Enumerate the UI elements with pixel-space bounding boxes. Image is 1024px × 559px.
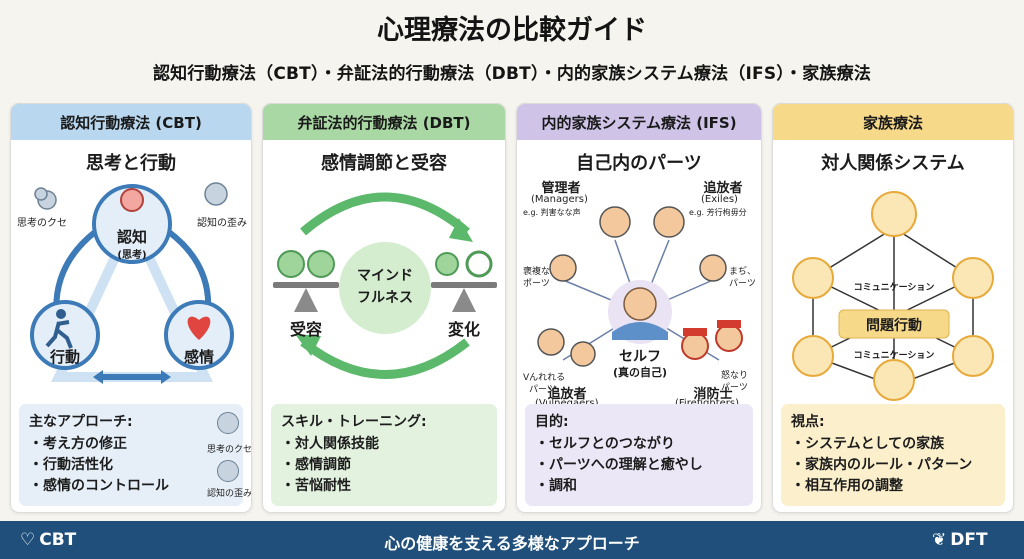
ifs-item-1: ・セルフとのつながり: [535, 436, 675, 452]
cbt-item-2: ・行動活性化: [29, 457, 113, 473]
cbt-panel-tag-habit: 思考のクセ: [207, 445, 252, 455]
dbt-item-2: ・感情調節: [281, 457, 351, 473]
family-heading: 対人関係システム: [821, 153, 965, 174]
brain-icon: [217, 412, 239, 434]
family-comm-bottom: コミュニケーション: [853, 351, 935, 361]
ifs-heading: 自己内のパーツ: [576, 153, 702, 174]
ifs-managers-eg: e.g. 判害なな声: [523, 208, 581, 217]
ifs-panel: 目的: ・セルフとのつながり ・パーツへの理解と癒やし ・調和: [525, 404, 753, 506]
family-diagram: コミュニケーション 問題行動 コミュニケーション: [773, 172, 1013, 402]
footer-text: 心の健康を支える多様なアプローチ: [384, 534, 640, 553]
dbt-panel-title: スキル・トレーニング:: [281, 414, 427, 430]
cbt-panel-tag-distortion: 認知の歪み: [207, 489, 252, 499]
ifs-panel-title: 目的:: [535, 414, 569, 430]
ifs-card: 内的家族システム療法 (IFS) 自己内のパーツ: [516, 103, 762, 513]
ifs-exiles: 追放者: [703, 181, 743, 196]
page-title: 心理療法の比較ガイド: [377, 15, 647, 46]
footer-logo-left: ♡ CBT: [20, 530, 76, 550]
ifs-exiles-eg: e.g. 芳行枸毋分: [689, 208, 747, 217]
page-subtitle: 認知行動療法（CBT）・弁証法的行動療法（DBT）・内的家族システム療法（IFS…: [152, 64, 872, 84]
cbt-panel-title: 主なアプローチ:: [29, 414, 133, 430]
dbt-heading: 感情調節と受容: [321, 153, 447, 174]
ifs-exiles-en: (Exiles): [701, 194, 738, 205]
ifs-self: セルフ: [619, 349, 661, 365]
dbt-item-1: ・対人関係技能: [281, 436, 379, 452]
cbt-node-cognition-sub: (思考): [117, 250, 147, 261]
dbt-left-label: 受容: [289, 320, 322, 339]
ifs-firefighters-en: (Firefighters): [675, 398, 739, 409]
cbt-tag-distortion: 認知の歪み: [197, 218, 247, 229]
dbt-card: 弁証法的行動療法 (DBT) 感情調節と受容 マインド フルネス 受容 変化 ス…: [262, 103, 506, 513]
cbt-heading: 思考と行動: [86, 153, 176, 174]
cbt-item-1: ・考え方の修正: [29, 436, 127, 452]
leaf-icon: ❦: [932, 530, 947, 550]
family-header-label: 家族療法: [862, 113, 923, 132]
family-item-2: ・家族内のルール・パターン: [791, 457, 973, 473]
cbt-triangle-svg: [30, 182, 234, 384]
dbt-center-line2: フルネス: [357, 290, 413, 306]
dbt-header-label: 弁証法的行動療法 (DBT): [297, 113, 471, 132]
ifs-left-small2: ポーツ: [523, 279, 550, 289]
dbt-diagram: マインド フルネス 受容 変化: [263, 172, 505, 402]
ifs-diagram: 管理者 (Managers) e.g. 判害なな声 追放者 (Exiles) e…: [517, 172, 761, 402]
cbt-item-3: ・感情のコントロール: [29, 478, 169, 494]
dbt-right-label: 変化: [447, 320, 480, 339]
family-panel-title: 視点:: [791, 414, 825, 430]
family-panel: 視点: ・システムとしての家族 ・家族内のルール・パターン ・相互作用の調整: [781, 404, 1005, 506]
ifs-item-3: ・調和: [535, 478, 577, 494]
family-item-3: ・相互作用の調整: [791, 478, 903, 494]
ifs-firefighters: 消防士: [693, 387, 733, 402]
ifs-vulnerable: 追放者: [547, 387, 587, 402]
ifs-f-small: 怒なり: [721, 371, 749, 381]
heart-icon: ♡: [20, 530, 36, 550]
ifs-left-small: 褒複な: [523, 267, 551, 277]
footer-bar: ♡ CBT 心の健康を支える多様なアプローチ ❦ DFT: [0, 521, 1024, 559]
cbt-node-cognition: 認知: [116, 228, 147, 246]
ifs-header: 内的家族システム療法 (IFS): [517, 104, 761, 140]
footer-logo-right: ❦ DFT: [932, 530, 988, 550]
ifs-f-small2: パーツ: [721, 383, 748, 393]
cbt-node-emotion: 感情: [183, 348, 214, 366]
family-problem: 問題行動: [866, 318, 922, 334]
dbt-header: 弁証法的行動療法 (DBT): [263, 104, 505, 140]
dbt-panel: スキル・トレーニング: ・対人関係技能 ・感情調節 ・苦悩耐性: [271, 404, 497, 506]
cbt-panel: 主なアプローチ: ・考え方の修正 ・行動活性化 ・感情のコントロール 思考のクセ…: [19, 404, 251, 506]
family-card: 家族療法 対人関係システム コミュニケーション 問題行動: [772, 103, 1014, 513]
cbt-header-label: 認知行動療法 (CBT): [60, 113, 202, 132]
dbt-balance-svg: [273, 192, 497, 379]
footer-logo-left-text: CBT: [39, 530, 77, 550]
family-comm-top: コミュニケーション: [853, 283, 935, 293]
ifs-v-small: Vんれれる: [523, 373, 566, 383]
ifs-vulnerable-en: (Vulnegaers): [535, 398, 599, 409]
cbt-card: 認知行動療法 (CBT) 思考と行動 認知 (思考): [10, 103, 252, 513]
dbt-item-3: ・苦悩耐性: [281, 478, 351, 494]
ifs-header-label: 内的家族システム療法 (IFS): [541, 113, 737, 132]
footer-logo-right-text: DFT: [950, 530, 988, 550]
cbt-tag-habit: 思考のクセ: [17, 218, 67, 229]
ifs-item-2: ・パーツへの理解と癒やし: [535, 457, 703, 473]
ifs-managers: 管理者: [541, 181, 581, 196]
brain-icon: [217, 460, 239, 482]
ifs-parts-svg: [537, 206, 743, 367]
cbt-diagram: 認知 (思考) 行動 感情 思考のクセ 認知の歪み: [11, 172, 251, 402]
ifs-right-small: まぢ、: [729, 267, 757, 277]
ifs-v-small2: パーツ: [529, 385, 556, 395]
family-system-svg: [792, 191, 994, 401]
ifs-managers-en: (Managers): [531, 194, 588, 205]
cbt-node-behavior: 行動: [49, 348, 80, 366]
family-item-1: ・システムとしての家族: [791, 436, 945, 452]
cbt-header: 認知行動療法 (CBT): [11, 104, 251, 140]
dbt-center-line1: マインド: [357, 268, 413, 284]
family-header: 家族療法: [773, 104, 1013, 140]
ifs-self-sub: (真の自己): [612, 366, 668, 379]
ifs-right-small2: パーツ: [729, 279, 756, 289]
